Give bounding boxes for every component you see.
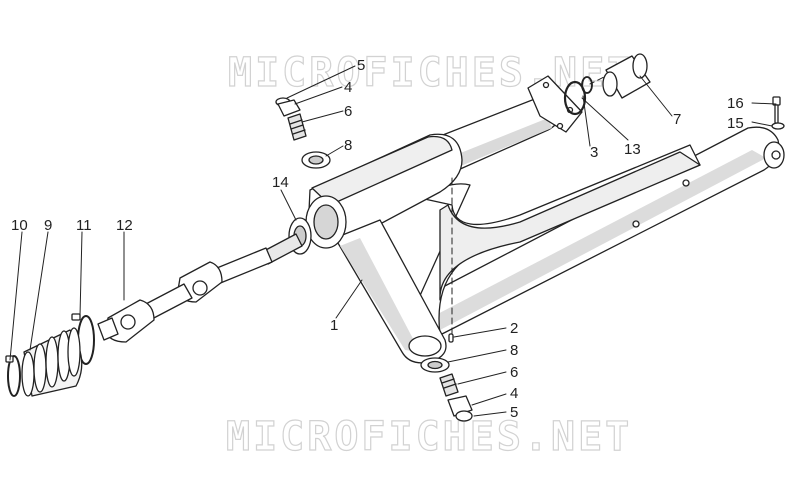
swing-arm-upper-tube-shade bbox=[448, 118, 552, 168]
callout-15: 15 bbox=[727, 115, 744, 132]
callout-2: 2 bbox=[510, 320, 519, 337]
top-fastener-stack bbox=[275, 97, 331, 169]
swing-arm-rear-eye-hole bbox=[771, 150, 781, 160]
callout-12: 12 bbox=[116, 217, 133, 234]
part-13-ring bbox=[563, 80, 587, 116]
part-15-washer bbox=[771, 122, 785, 130]
swing-arm-bridge-top bbox=[311, 135, 453, 206]
callout-16: 16 bbox=[727, 95, 744, 112]
swing-arm-boss bbox=[682, 179, 690, 187]
callout-11: 11 bbox=[76, 217, 92, 234]
callout-5-bottom: 5 bbox=[510, 404, 519, 421]
swing-arm-pivot-bore-inner bbox=[313, 204, 339, 240]
part-3-ring bbox=[581, 76, 593, 94]
callout-14: 14 bbox=[272, 174, 289, 191]
shaft-end bbox=[97, 317, 119, 341]
swing-arm bbox=[305, 75, 785, 364]
part-12-drive-shaft bbox=[97, 233, 303, 343]
callout-7: 7 bbox=[673, 111, 682, 128]
bottom-fastener-stack bbox=[420, 357, 473, 422]
leader-lines bbox=[9, 65, 777, 417]
swing-arm-lower-bore bbox=[408, 335, 442, 357]
flange-hole bbox=[556, 122, 564, 130]
watermark-bottom: MICROFICHES.NET bbox=[225, 413, 633, 460]
callout-1: 1 bbox=[330, 317, 339, 334]
watermark-top: MICROFICHES.NET bbox=[227, 49, 635, 96]
callout-10: 10 bbox=[11, 217, 28, 234]
callout-4-top: 4 bbox=[344, 79, 353, 96]
callout-3: 3 bbox=[590, 144, 599, 161]
callout-8-top: 8 bbox=[344, 137, 353, 154]
part-16-bolt bbox=[772, 96, 781, 124]
swing-arm-down-leg-shade bbox=[340, 238, 420, 352]
callout-8-bottom: 8 bbox=[510, 342, 519, 359]
part-6-thread bbox=[289, 119, 306, 135]
part-6-pin-bottom bbox=[439, 373, 459, 397]
swing-arm-web-inner bbox=[439, 151, 701, 301]
callout-6-top: 6 bbox=[344, 103, 353, 120]
swing-arm-flange bbox=[527, 75, 583, 133]
flange-hole bbox=[542, 81, 550, 89]
part-10-clamp bbox=[5, 355, 21, 397]
part-2-pin bbox=[448, 333, 454, 343]
callout-6-bottom: 6 bbox=[510, 364, 519, 381]
callout-9: 9 bbox=[44, 217, 53, 234]
swing-arm-long-tube-shade bbox=[430, 150, 766, 330]
callout-13: 13 bbox=[624, 141, 641, 158]
callout-4-bottom: 4 bbox=[510, 385, 519, 402]
part-5-cap-bottom bbox=[455, 410, 473, 422]
part-7-bush bbox=[602, 53, 651, 99]
callout-5-top: 5 bbox=[357, 57, 366, 74]
swing-arm-boss bbox=[632, 220, 640, 228]
part-9-boot bbox=[21, 327, 83, 397]
